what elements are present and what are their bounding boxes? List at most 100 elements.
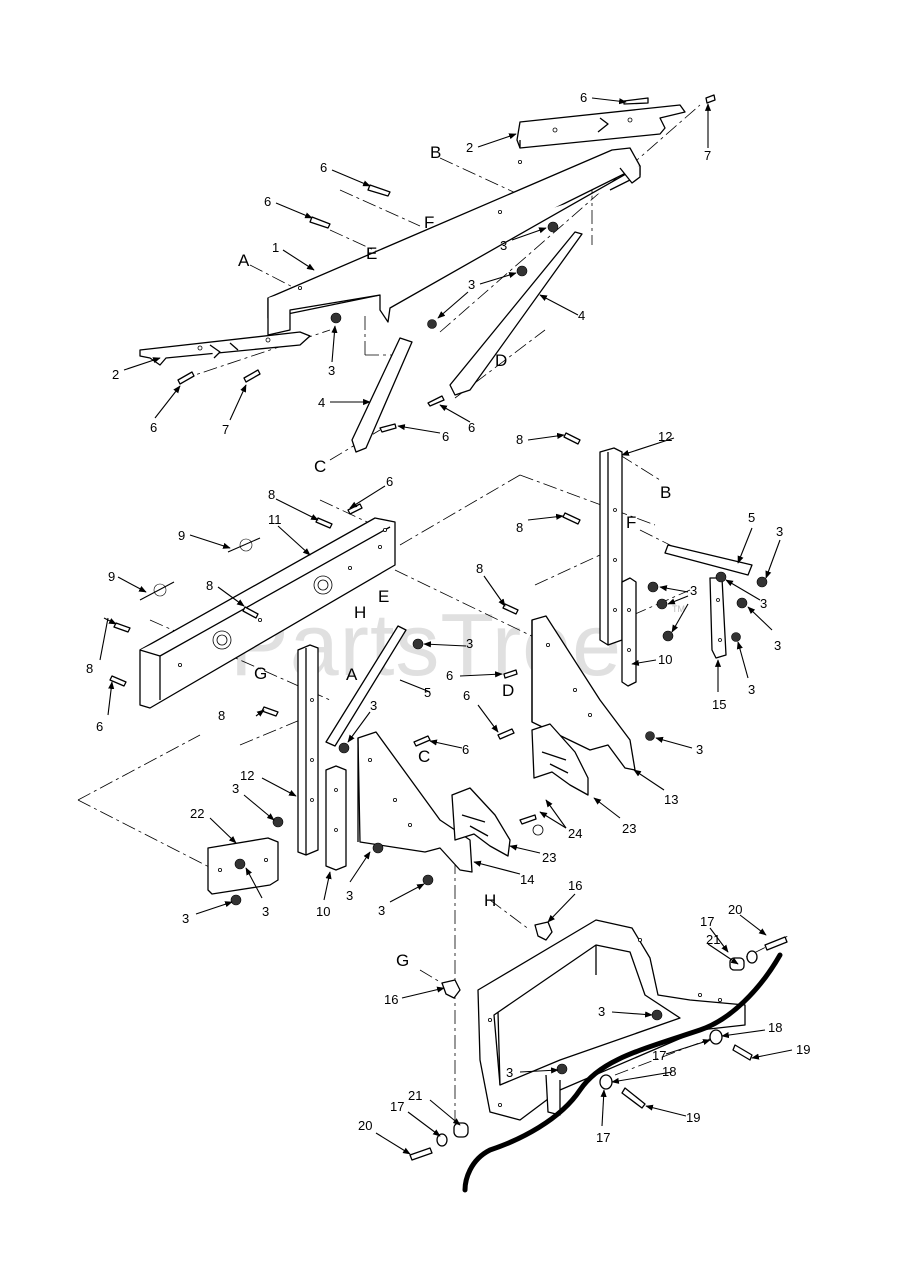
callout-3: 3 <box>748 682 755 697</box>
callout-3: 3 <box>598 1004 605 1019</box>
callout-9: 9 <box>178 528 185 543</box>
callout-3: 3 <box>776 524 783 539</box>
letter-A: A <box>238 251 250 270</box>
part-2-bracket-left <box>139 331 311 366</box>
callout-3: 3 <box>370 698 377 713</box>
callout-3: 3 <box>690 583 697 598</box>
callout-9: 9 <box>108 569 115 584</box>
watermark-tm: TM <box>672 604 685 614</box>
callout-3: 3 <box>328 363 335 378</box>
callout-6: 6 <box>446 668 453 683</box>
callout-2: 2 <box>466 140 473 155</box>
callout-6: 6 <box>96 719 103 734</box>
callout-19: 19 <box>796 1042 810 1057</box>
callout-3: 3 <box>378 903 385 918</box>
callout-21: 21 <box>408 1088 422 1103</box>
callout-6: 6 <box>463 688 470 703</box>
callout-8: 8 <box>86 661 93 676</box>
letter-D: D <box>502 681 514 700</box>
part-10-strip-right <box>621 577 637 687</box>
callout-4: 4 <box>318 395 325 410</box>
callout-6: 6 <box>468 420 475 435</box>
callout-5: 5 <box>424 685 431 700</box>
callout-8: 8 <box>218 708 225 723</box>
part-2-bracket-right <box>516 104 686 149</box>
callout-10: 10 <box>658 652 672 667</box>
callout-17: 17 <box>596 1130 610 1145</box>
letter-C: C <box>314 457 326 476</box>
callout-5: 5 <box>748 510 755 525</box>
callout-8: 8 <box>476 561 483 576</box>
callout-12: 12 <box>240 768 254 783</box>
callout-15: 15 <box>712 697 726 712</box>
part-5-brace-right <box>664 544 753 576</box>
callout-8: 8 <box>206 578 213 593</box>
callout-20: 20 <box>358 1118 372 1133</box>
letter-E: E <box>378 587 389 606</box>
callout-7: 7 <box>704 148 711 163</box>
callout-19: 19 <box>686 1110 700 1125</box>
break-line <box>462 952 783 1193</box>
middle-fasteners <box>109 432 768 906</box>
callout-8: 8 <box>516 520 523 535</box>
part-5-brace-middle <box>325 625 407 747</box>
part-23-bracket-right <box>531 723 589 796</box>
part-12-upright-right <box>599 447 623 646</box>
callout-2: 2 <box>112 367 119 382</box>
callout-3: 3 <box>232 781 239 796</box>
callout-3: 3 <box>760 596 767 611</box>
callout-3: 3 <box>774 638 781 653</box>
letter-F: F <box>424 213 434 232</box>
callout-17: 17 <box>652 1048 666 1063</box>
letter-G: G <box>254 664 267 683</box>
part-4-brace-left <box>351 337 413 453</box>
part-11-rail <box>139 517 396 709</box>
letter-C: C <box>418 747 430 766</box>
callout-17: 17 <box>700 914 714 929</box>
callout-3: 3 <box>468 277 475 292</box>
letter-G: G <box>396 951 409 970</box>
reference-letters: B F E A D C B F E H G A D C H G <box>238 143 671 970</box>
callout-20: 20 <box>728 902 742 917</box>
callout-6: 6 <box>150 420 157 435</box>
callout-4: 4 <box>578 308 585 323</box>
callout-18: 18 <box>768 1020 782 1035</box>
part-12-upright-left <box>297 644 319 856</box>
callout-3: 3 <box>182 911 189 926</box>
part-bucket-frame <box>477 919 746 1121</box>
callout-6: 6 <box>264 194 271 209</box>
letter-H: H <box>484 891 496 910</box>
callout-3: 3 <box>346 888 353 903</box>
callout-17: 17 <box>390 1099 404 1114</box>
callout-11: 11 <box>268 512 282 527</box>
callout-16: 16 <box>384 992 398 1007</box>
callout-12: 12 <box>658 429 672 444</box>
callout-24: 24 <box>568 826 582 841</box>
upper-fasteners <box>177 94 716 433</box>
letter-A: A <box>346 665 358 684</box>
letter-B: B <box>660 483 671 502</box>
part-10-strip-left <box>325 765 347 871</box>
part-14-plate <box>357 731 473 873</box>
letter-H: H <box>354 603 366 622</box>
callout-8: 8 <box>516 432 523 447</box>
callout-14: 14 <box>520 872 534 887</box>
callout-3: 3 <box>262 904 269 919</box>
part-23-bracket-left <box>451 787 511 857</box>
callout-6: 6 <box>580 90 587 105</box>
callout-labels: 6 7 2 6 6 1 3 3 4 3 2 6 7 6 4 6 8 12 8 6… <box>86 90 810 1145</box>
callout-6: 6 <box>320 160 327 175</box>
callout-23: 23 <box>542 850 556 865</box>
callout-10: 10 <box>316 904 330 919</box>
leader-lines <box>99 97 793 1155</box>
callout-3: 3 <box>500 238 507 253</box>
part-15-link <box>709 577 727 659</box>
callout-18: 18 <box>662 1064 676 1079</box>
letter-E: E <box>366 244 377 263</box>
part-1-cross-member <box>267 147 641 336</box>
callout-3: 3 <box>696 742 703 757</box>
callout-6: 6 <box>442 429 449 444</box>
callout-1: 1 <box>272 240 279 255</box>
part-4-brace-right <box>449 231 583 396</box>
